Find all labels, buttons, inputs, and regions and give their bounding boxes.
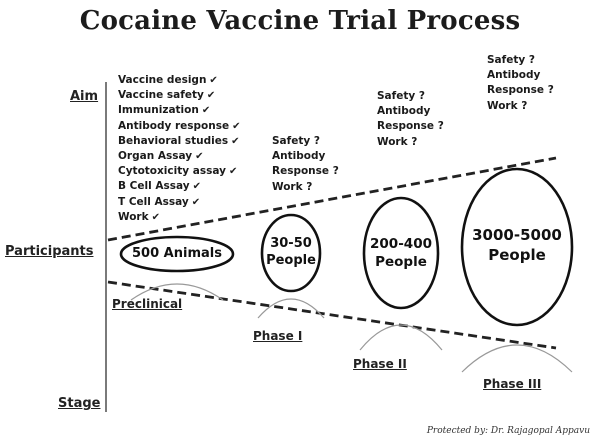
aim-label: Cytotoxicity assay: [118, 165, 226, 178]
aim-label: Immunization: [118, 104, 199, 117]
stage-phase3: Phase III: [483, 377, 542, 391]
stage-preclinical: Preclinical: [112, 297, 183, 311]
p1-aims-item: Antibody: [272, 149, 339, 164]
reflection-phase1: [257, 298, 325, 319]
participants-30-50-people: 30-50 People: [262, 235, 320, 269]
participants-200-400-people: 200-400 People: [364, 235, 438, 271]
participants-phase1-count: 30-50: [270, 236, 312, 251]
aim-label: B Cell Assay: [118, 180, 190, 193]
participants-phase2-count: 200-400: [370, 236, 432, 252]
pre-aims-item: Behavioral studies✔: [118, 134, 240, 149]
check-icon: ✔: [232, 120, 241, 132]
aim-label: Safety ?: [377, 90, 425, 102]
aim-label: Behavioral studies: [118, 134, 229, 147]
aim-label: Vaccine safety: [118, 89, 204, 102]
participants-500-animals: 500 Animals: [132, 246, 222, 261]
p1-aims-item: Safety ?: [272, 134, 339, 149]
check-icon: ✔: [206, 90, 216, 102]
stage-phase1: Phase I: [253, 329, 303, 343]
p2-aims-item: Antibody: [377, 104, 444, 119]
p3-aims-item: Response ?: [487, 83, 554, 98]
aim-label: Antibody: [272, 150, 326, 163]
participants-phase3-unit: People: [488, 246, 546, 264]
pre-aims-item: Vaccine design✔: [118, 73, 240, 88]
p1-aims-item: Response ?: [272, 164, 339, 179]
aim-label: Work ?: [487, 99, 528, 112]
credit-signature: Protected by: Dr. Rajagopal Appavu: [426, 426, 590, 436]
bubble-200-400-people: [362, 196, 440, 310]
aim-label: Work ?: [272, 180, 313, 193]
aim-label: Organ Assay: [118, 150, 193, 163]
check-icon: ✔: [195, 151, 204, 163]
check-icon: ✔: [228, 166, 238, 178]
aim-label: Vaccine design: [118, 74, 207, 86]
aim-label: Antibody: [377, 105, 431, 118]
bubble-30-50-people: [260, 213, 322, 293]
p2-aims-item: Response ?: [377, 119, 444, 134]
check-icon: ✔: [201, 105, 211, 117]
reflection-preclinical: [130, 283, 224, 301]
aim-label: T Cell Assay: [118, 195, 189, 208]
aim-label: Response ?: [377, 120, 444, 133]
check-icon: ✔: [191, 196, 201, 208]
pre-aims-item: B Cell Assay✔: [118, 179, 240, 194]
bubble-3000-5000-people: [460, 167, 574, 327]
row-label-aim: Aim: [70, 89, 99, 104]
row-label-stage: Stage: [58, 396, 101, 411]
check-icon: ✔: [151, 211, 160, 223]
aim-label: Antibody response: [118, 119, 230, 132]
aim-label: Safety ?: [487, 54, 535, 66]
aim-label: Work ?: [377, 135, 418, 148]
p1-aims-item: Work ?: [272, 180, 339, 195]
row-label-participants: Participants: [5, 244, 94, 259]
pre-aims-item: T Cell Assay✔: [118, 195, 240, 210]
pre-aims-item: Work✔: [118, 210, 240, 225]
funnel-top-line: [107, 156, 557, 242]
check-icon: ✔: [209, 75, 218, 86]
p2-aims-item: Work ?: [377, 135, 444, 150]
pre-aims-item: Immunization✔: [118, 103, 240, 118]
aim-label: Response ?: [487, 84, 554, 97]
diagram-title: Cocaine Vaccine Trial Process: [79, 6, 521, 36]
pre-aims-item: Cytotoxicity assay✔: [118, 164, 240, 179]
pre-aims-item: Antibody response✔: [118, 119, 240, 134]
participants-3000-5000-people: 3000-5000 People: [463, 225, 571, 265]
aim-label: Work: [118, 210, 149, 223]
p2-aims-item: Safety ?: [377, 89, 444, 104]
aim-label: Safety ?: [272, 135, 320, 147]
participants-phase3-count: 3000-5000: [472, 226, 562, 244]
aim-label: Antibody: [487, 69, 541, 82]
funnel-bottom-line: [107, 280, 557, 350]
bubble-500-animals: [119, 235, 235, 273]
check-icon: ✔: [231, 135, 240, 147]
reflection-phase2: [359, 324, 443, 351]
participants-phase2-unit: People: [375, 254, 427, 270]
check-icon: ✔: [192, 181, 201, 193]
p3-aims-item: Antibody: [487, 68, 554, 83]
reflection-phase3: [461, 344, 573, 373]
p3-aims-item: Work ?: [487, 99, 554, 114]
stage-phase2: Phase II: [353, 357, 407, 371]
preclinical-aim-list: Vaccine design✔Vaccine safety✔Immunizati…: [118, 73, 240, 225]
aim-label: Response ?: [272, 165, 339, 178]
participants-phase1-unit: People: [266, 253, 316, 268]
pre-aims-item: Organ Assay✔: [118, 149, 240, 164]
pre-aims-item: Vaccine safety✔: [118, 88, 240, 103]
p3-aims-item: Safety ?: [487, 53, 554, 68]
